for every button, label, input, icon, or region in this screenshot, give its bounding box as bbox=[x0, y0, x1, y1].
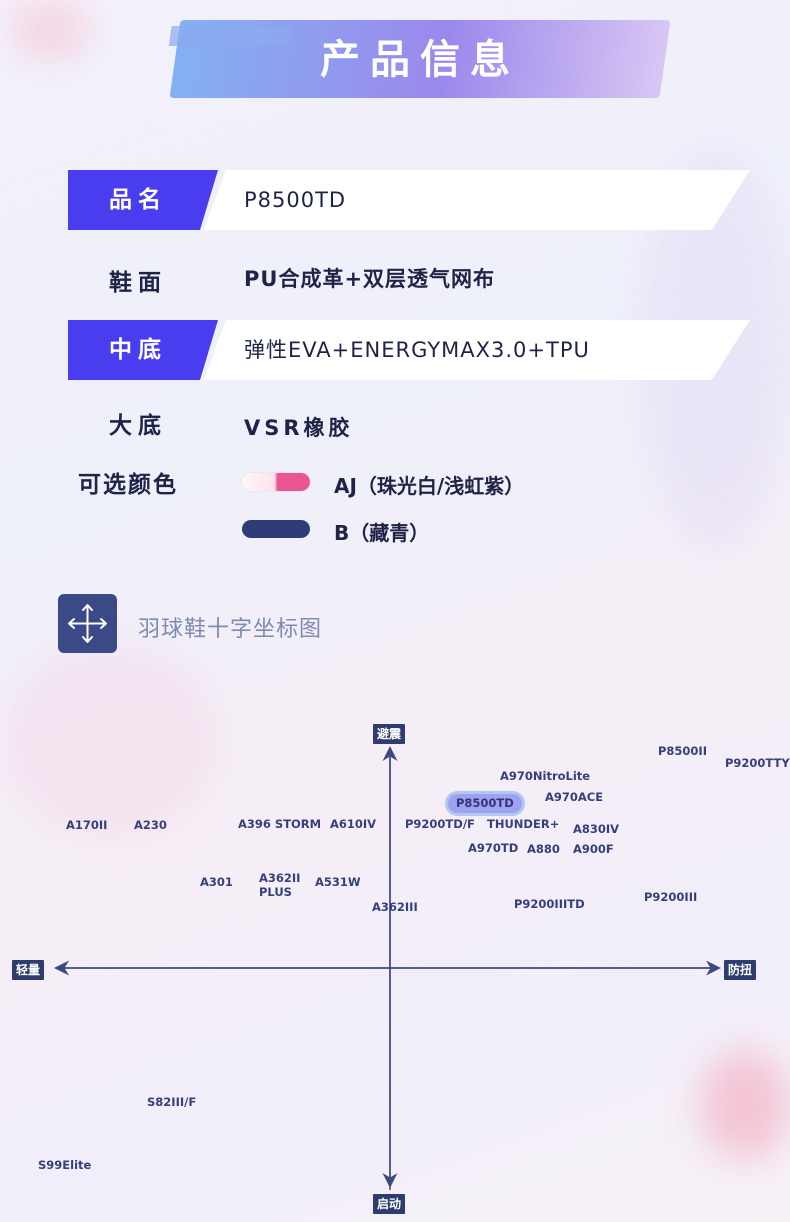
info-label-outsole: 大底 bbox=[109, 413, 167, 439]
model-label: P9200TD/F bbox=[405, 817, 475, 831]
model-label: P9200TTY bbox=[725, 756, 790, 770]
model-label: A970ACE bbox=[545, 790, 604, 804]
info-value-midsole: 弹性EVA+ENERGYMAX3.0+TPU bbox=[244, 338, 590, 362]
model-label: A362II bbox=[259, 871, 301, 885]
model-label: A970TD bbox=[468, 841, 519, 855]
info-value-upper: PU合成革+双层透气网布 bbox=[244, 267, 496, 291]
model-label: S82III/F bbox=[147, 1095, 197, 1109]
crosshair-chart bbox=[54, 746, 721, 1190]
info-label-upper: 鞋面 bbox=[109, 270, 167, 296]
background-blob bbox=[700, 1050, 790, 1160]
axis-label-left: 轻量 bbox=[12, 960, 45, 980]
color-swatch-aj bbox=[242, 473, 310, 491]
info-row-name: 品名 P8500TD bbox=[68, 170, 750, 230]
model-label: PLUS bbox=[259, 885, 292, 899]
section-title: 羽球鞋十字坐标图 bbox=[138, 617, 323, 642]
background-blob bbox=[0, 640, 220, 840]
model-label: A830IV bbox=[573, 822, 620, 836]
axis-label-top: 避震 bbox=[373, 724, 406, 744]
info-label-midsole: 中底 bbox=[109, 337, 167, 363]
value-background bbox=[204, 170, 750, 230]
info-value-outsole: VSR橡胶 bbox=[244, 416, 354, 440]
model-label: A362III bbox=[372, 900, 418, 914]
value-background bbox=[204, 320, 750, 380]
model-label: A610IV bbox=[330, 817, 377, 831]
page-title: 产品信息 bbox=[320, 37, 520, 83]
background-blob bbox=[10, 0, 90, 60]
model-label: A970NitroLite bbox=[500, 769, 591, 783]
info-label-colors: 可选颜色 bbox=[78, 472, 178, 498]
model-label: A301 bbox=[200, 875, 233, 889]
model-label: A880 bbox=[527, 842, 560, 856]
info-label-name: 品名 bbox=[109, 187, 167, 213]
color-option-label: AJ（珠光白/浅虹紫） bbox=[334, 474, 525, 498]
label-background bbox=[68, 320, 218, 380]
model-label: A900F bbox=[573, 842, 614, 856]
info-row-midsole: 中底 弹性EVA+ENERGYMAX3.0+TPU bbox=[68, 320, 750, 380]
model-label: P9200III bbox=[644, 890, 698, 904]
model-label: A230 bbox=[134, 818, 167, 832]
info-value-name: P8500TD bbox=[244, 188, 347, 212]
model-label: A170II bbox=[66, 818, 108, 832]
label-background bbox=[68, 170, 218, 230]
model-label-highlighted: P8500TD bbox=[448, 794, 522, 813]
color-swatch-b bbox=[242, 520, 310, 538]
model-label: P8500II bbox=[658, 744, 707, 758]
model-label: S99Elite bbox=[38, 1158, 92, 1172]
model-label: P9200IIITD bbox=[514, 897, 585, 911]
model-label: A396 STORM bbox=[238, 817, 322, 831]
axis-label-right: 防扭 bbox=[724, 960, 757, 980]
color-option-label: B（藏青） bbox=[334, 521, 430, 545]
model-label: THUNDER+ bbox=[487, 817, 560, 831]
move-arrows-icon bbox=[58, 594, 117, 653]
axis-label-bottom: 启动 bbox=[373, 1194, 406, 1214]
model-label: A531W bbox=[315, 875, 361, 889]
